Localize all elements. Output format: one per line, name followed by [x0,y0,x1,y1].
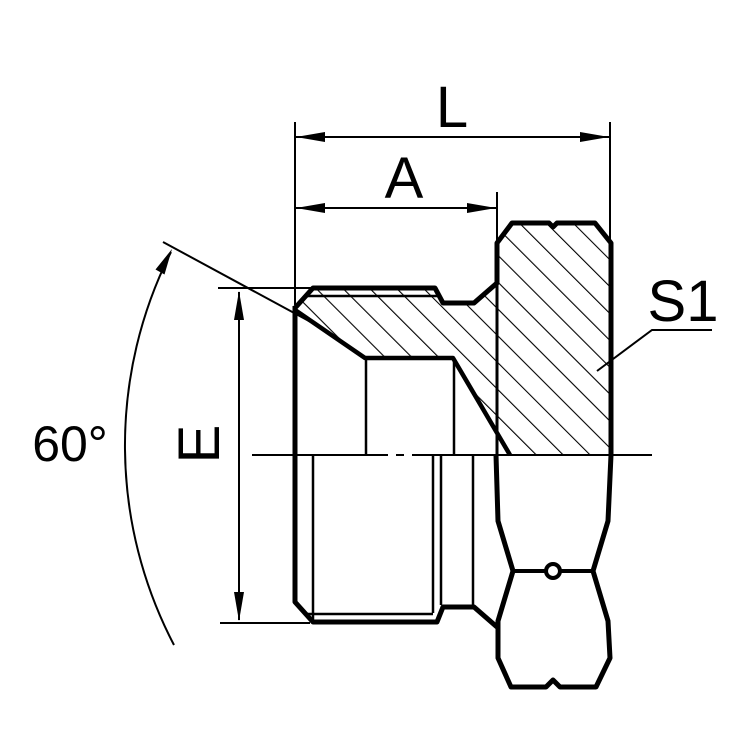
dim-label-L: L [436,75,468,140]
outline-external-bottom [292,306,499,629]
angle-label: 60° [32,416,108,472]
s1-callout: S1 [596,269,719,372]
dimension-E: E [167,291,244,621]
dimension-A: A [296,146,496,213]
arrow-A-right [467,203,496,213]
arrow-E-top [234,291,244,320]
cone-construction-line [162,241,321,328]
outline-section-top [293,220,614,455]
arrow-E-bottom [234,592,244,621]
dim-label-E: E [167,425,232,464]
s1-label: S1 [648,269,719,334]
arrow-L-right [580,132,609,142]
angle-arc [123,251,175,646]
dim-label-A: A [385,146,424,211]
outline-hex-silhouette [493,454,614,690]
dimension-L: L [296,75,609,142]
section-hatch-fill [295,223,611,454]
outline-cavity-profile [293,308,512,457]
s1-leader-line [596,329,712,372]
arrow-A-left [296,203,325,213]
part-outline [292,220,614,690]
internal-edge-lines [304,294,475,620]
angle-60-annotation: 60° [32,241,321,646]
angle-arc-arrow [155,249,172,275]
arrow-L-left [296,132,325,142]
hex-face-center-mark [544,562,562,580]
extension-lines [218,122,611,624]
